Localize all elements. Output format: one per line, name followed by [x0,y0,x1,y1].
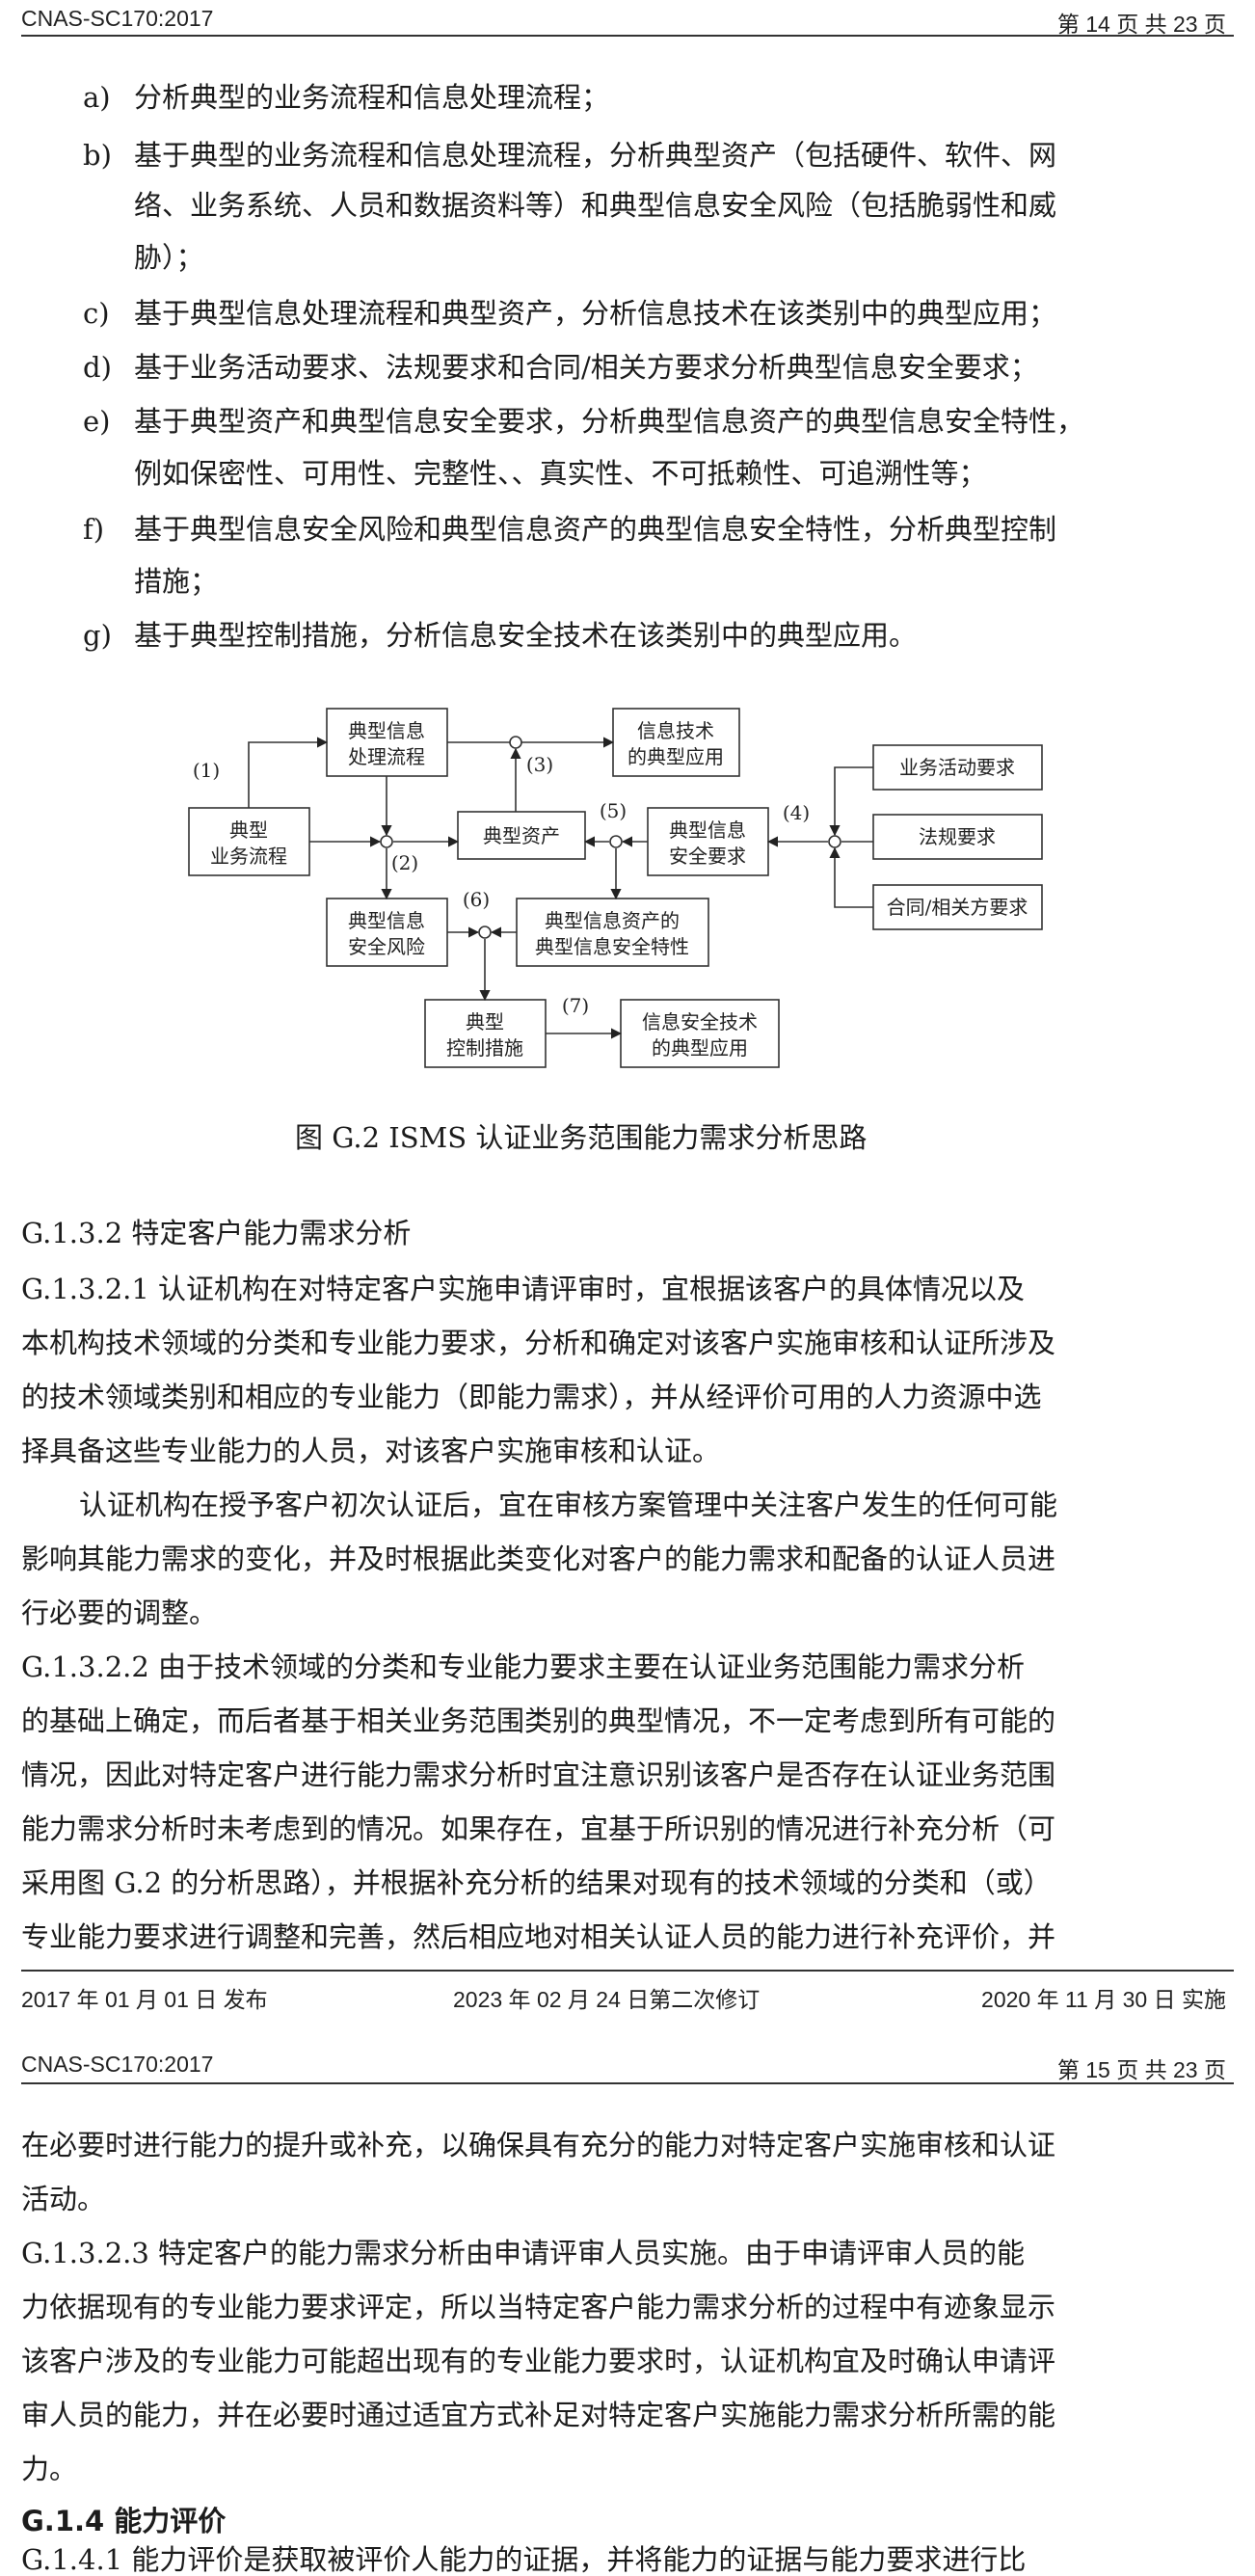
paragraph-line: 影响其能力需求的变化，并及时根据此类变化对客户的能力需求和配备的认证人员进 [21,1543,1056,1575]
box-sec-tech [620,999,780,1068]
box-sec-prop-label: 典型信息资产的 [545,909,680,932]
paragraph-line: 审人员的能力，并在必要时通过适宜方式补足对特定客户实施能力需求分析所需的能 [21,2399,1056,2431]
section-heading: G.1.3.2 特定客户能力需求分析 [21,1217,412,1249]
list-item-text: 胁）； [134,241,204,274]
list-label: f) [83,513,105,546]
page-number: 第 15 页 共 23 页 [1056,2057,1226,2082]
paragraph-line: 力。 [21,2453,78,2485]
marker-3: (3) [526,753,553,776]
list-item-text: 基于典型信息安全风险和典型信息资产的典型信息安全特性，分析典型控制 [134,513,1057,546]
page-number: 第 14 页 共 23 页 [1056,12,1226,37]
box-sec-req-label: 典型信息 [669,818,746,842]
paragraph-line: 择具备这些专业能力的人员，对该客户实施审核和认证。 [21,1435,721,1467]
box-risk-label: 安全风险 [348,935,425,958]
paragraph-line: 本机构技术领域的分类和专业能力要求，分析和确定对该客户实施审核和认证所涉及 [21,1327,1056,1359]
box-control [424,999,547,1068]
doc-number: CNAS-SC170:2017 [21,6,214,31]
header-rule [21,35,1234,37]
paragraph-line-cut: G.1.4.1 能力评价是获取被评价人能力的证据，并将能力的证据与能力要求进行比 [21,2543,1027,2576]
paragraph-line: 专业能力要求进行调整和完善，然后相应地对相关认证人员的能力进行补充评价，并 [21,1920,1056,1953]
junction-node [609,835,623,848]
list-item-text: 措施； [134,565,219,598]
marker-2: (2) [391,851,418,874]
list-label: a) [83,81,111,114]
junction-node [828,835,841,848]
box-asset [457,811,586,860]
implement-date: 2020 年 11 月 30 日 实施 [981,1987,1226,2012]
paragraph-line: 的基础上确定，而后者基于相关业务范围类别的典型情况，不一定考虑到所有可能的 [21,1704,1056,1737]
box-biz-flow-label: 业务流程 [210,845,287,868]
revision-date: 2023 年 02 月 24 日第二次修订 [453,1987,761,2012]
box-contract-req [872,884,1043,930]
paragraph-line: 活动。 [21,2183,106,2215]
box-info-flow-label: 典型信息 [348,719,425,742]
list-label: e) [83,405,111,438]
list-item-text: 基于业务活动要求、法规要求和合同/相关方要求分析典型信息安全要求； [134,351,1038,384]
paragraph-line: 的技术领域类别和相应的专业能力（即能力需求），并从经评价可用的人力资源中选 [21,1381,1042,1413]
box-it-app [612,708,740,777]
list-item-text: 例如保密性、可用性、完整性、、真实性、不可抵赖性、可追溯性等； [134,457,987,490]
paragraph-line: G.1.3.2.1 认证机构在对特定客户实施申请评审时，宜根据该客户的具体情况以… [21,1273,1026,1305]
box-sec-tech-label: 的典型应用 [652,1036,748,1060]
paragraph-line: 采用图 G.2 的分析思路），并根据补充分析的结果对现有的技术领域的分类和（或） [21,1866,1052,1899]
marker-1: (1) [193,759,220,782]
box-law-req [872,814,1043,860]
box-sec-prop-label: 典型信息安全特性 [535,935,689,958]
list-item-text: 基于典型控制措施，分析信息安全技术在该类别中的典型应用。 [134,619,918,652]
publish-date: 2017 年 01 月 01 日 发布 [21,1987,268,2012]
box-sec-req-label: 安全要求 [669,845,746,868]
marker-6: (6) [463,888,490,911]
box-sec-tech-label: 信息安全技术 [642,1010,758,1033]
figure-caption: 图 G.2 ISMS 认证业务范围能力需求分析思路 [295,1121,868,1154]
junction-node [380,835,393,848]
list-item-text: 络、业务系统、人员和数据资料等）和典型信息安全风险（包括脆弱性和威 [134,189,1057,222]
box-contract-req-label: 合同/相关方要求 [887,896,1028,919]
paragraph-line: G.1.3.2.3 特定客户的能力需求分析由申请评审人员实施。由于申请评审人员的… [21,2237,1026,2269]
list-label: c) [83,297,110,330]
list-label: g) [83,619,112,652]
marker-5: (5) [600,799,627,822]
box-info-flow [326,708,448,777]
box-risk-label: 典型信息 [348,909,425,932]
analysis-flow-diagram: 典型信息 处理流程 信息技术 的典型应用 业务活动要求 典型 业务流程 典型资产… [188,708,1043,1068]
box-control-label: 控制措施 [446,1036,523,1060]
list-item-text: 基于典型的业务流程和信息处理流程，分析典型资产（包括硬件、软件、网 [134,139,1057,172]
paragraph-line: G.1.3.2.2 由于技术领域的分类和专业能力要求主要在认证业务范围能力需求分… [21,1650,1026,1683]
box-law-req-label: 法规要求 [919,825,996,848]
list-item-text: 基于典型信息处理流程和典型资产，分析信息技术在该类别中的典型应用； [134,297,1057,330]
doc-number: CNAS-SC170:2017 [21,2052,214,2077]
paragraph-line: 情况，因此对特定客户进行能力需求分析时宜注意识别该客户是否存在认证业务范围 [21,1758,1056,1791]
header-rule [21,2082,1234,2084]
paragraph-line: 该客户涉及的专业能力可能超出现有的专业能力要求时，认证机构宜及时确认申请评 [21,2345,1056,2377]
box-it-app-label: 的典型应用 [628,745,724,768]
list-item-text: 分析典型的业务流程和信息处理流程； [134,81,610,114]
junction-node [509,736,522,749]
paragraph-line: 行必要的调整。 [21,1597,218,1629]
footer-rule [21,1970,1234,1972]
list-label: d) [83,351,112,384]
box-biz-req-label: 业务活动要求 [899,756,1015,779]
junction-node [478,926,492,939]
marker-4: (4) [783,801,810,824]
list-item-text: 基于典型资产和典型信息安全要求，分析典型信息资产的典型信息安全特性， [134,405,1085,438]
paragraph-line: 能力需求分析时未考虑到的情况。如果存在，宜基于所识别的情况进行补充分析（可 [21,1812,1056,1845]
marker-7: (7) [562,994,589,1017]
paragraph-line: 认证机构在授予客户初次认证后，宜在审核方案管理中关注客户发生的任何可能 [79,1489,1058,1521]
box-biz-req [872,744,1043,791]
paragraph-line: 力依据现有的专业能力要求评定，所以当特定客户能力需求分析的过程中有迹象显示 [21,2291,1056,2323]
box-biz-flow [188,807,310,876]
paragraph-line: 在必要时进行能力的提升或补充，以确保具有充分的能力对特定客户实施审核和认证 [21,2129,1056,2161]
box-asset-label: 典型资产 [483,824,560,847]
box-sec-prop [516,898,709,967]
box-it-app-label: 信息技术 [637,719,714,742]
box-biz-flow-label: 典型 [229,818,268,842]
section-heading: G.1.4 能力评价 [21,2505,227,2537]
box-control-label: 典型 [466,1010,504,1033]
box-risk [326,898,448,967]
box-info-flow-label: 处理流程 [348,745,425,768]
list-label: b) [83,139,112,172]
